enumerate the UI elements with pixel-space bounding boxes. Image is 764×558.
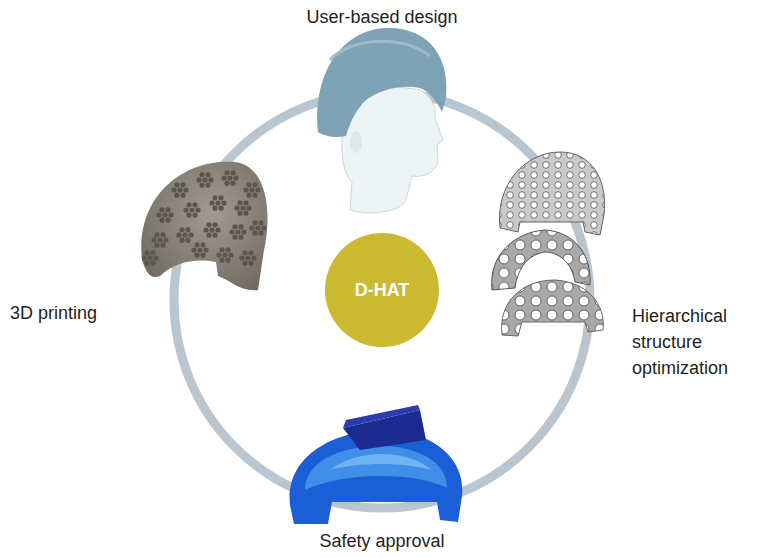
stage-label: Safety approval (319, 528, 444, 554)
circle-fill (325, 233, 439, 347)
stage-label-text: Hierarchical structure optimization (632, 303, 758, 381)
stage-label-text: 3D printing (10, 300, 97, 326)
stage-label: 3D printing (10, 300, 97, 326)
optimized-helmets (492, 152, 605, 336)
fea-model (290, 405, 463, 524)
stage-label-text: User-based design (306, 4, 457, 30)
center-circle: D-HAT (324, 232, 440, 348)
stage-label: User-based design (306, 4, 457, 30)
stage-label-text: Safety approval (319, 528, 444, 554)
head-illustration (317, 28, 446, 213)
center-title: D-HAT (324, 280, 440, 301)
stage-label: Hierarchical structure optimization (632, 303, 758, 381)
printed-helmet (141, 162, 267, 291)
